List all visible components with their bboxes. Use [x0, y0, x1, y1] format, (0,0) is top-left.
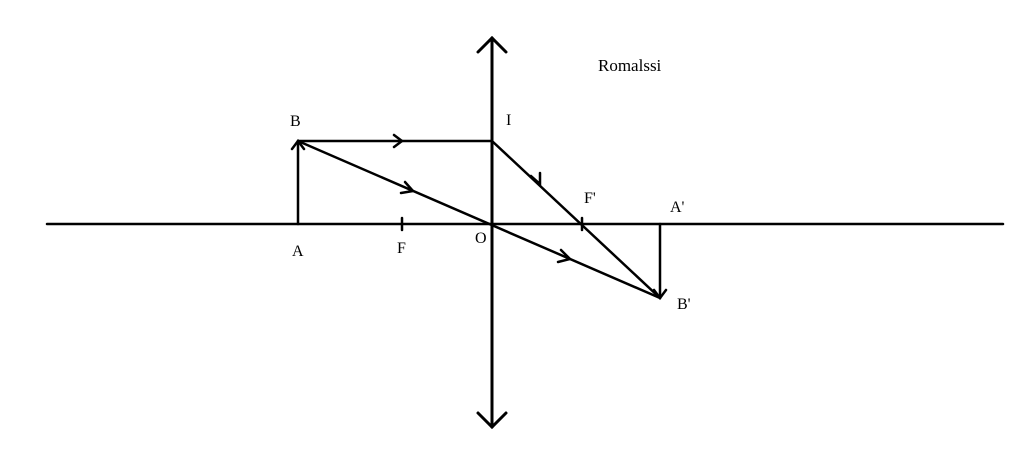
object-arrow: [290, 138, 306, 226]
lens-bottom-arrowhead: [476, 411, 508, 430]
label-a: A: [292, 243, 304, 260]
ray-central-line: [296, 139, 662, 300]
label-a-prime: A': [670, 199, 685, 216]
ray-central-arrow-2: [556, 248, 573, 264]
ray-central: [296, 139, 662, 300]
label-o: O: [475, 230, 487, 247]
ray-parallel-refracted: [490, 139, 662, 300]
label-f: F: [397, 240, 406, 257]
ray-parallel-refracted-arrow: [529, 171, 542, 187]
image-arrow: [652, 222, 668, 301]
ray-central-arrow-1: [399, 180, 416, 195]
label-b-prime: B': [677, 296, 691, 313]
ray-parallel: [296, 133, 662, 300]
lens-top-arrowhead: [476, 35, 508, 54]
ray-parallel-incident-arrow: [392, 133, 405, 149]
label-b: B: [290, 113, 301, 130]
label-i: I: [506, 112, 511, 129]
label-f-prime: F': [584, 190, 596, 207]
watermark-text: Romalssi: [598, 56, 662, 75]
converging-lens: [476, 35, 508, 430]
